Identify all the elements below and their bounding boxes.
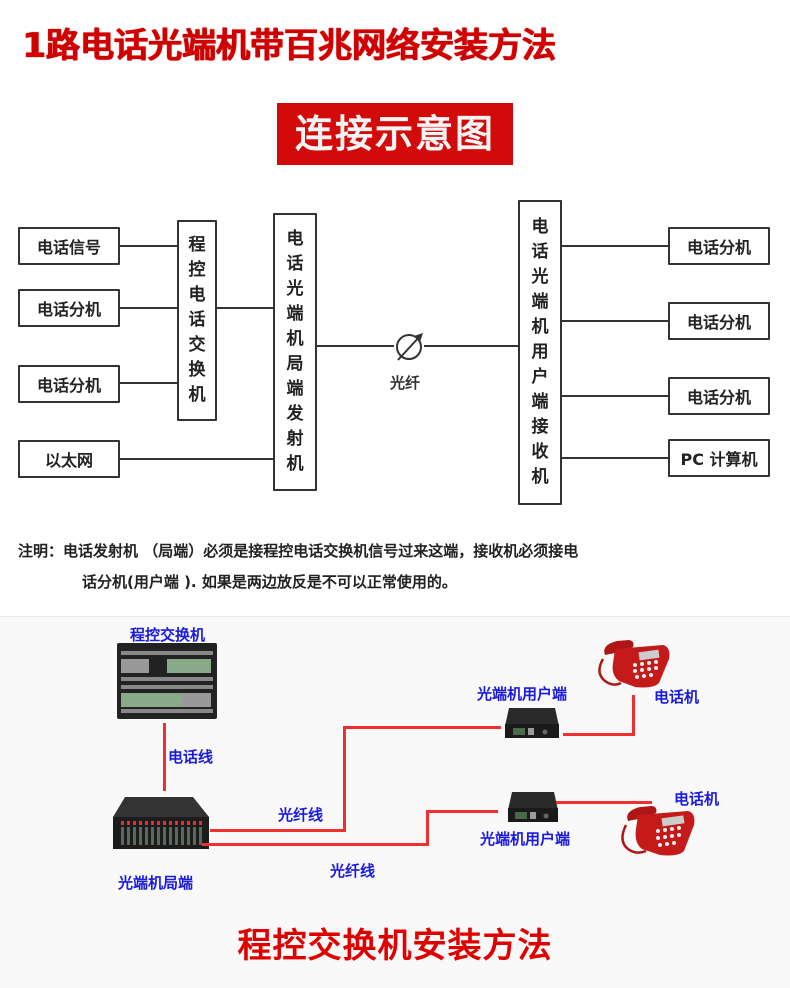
user-end-label-2: 光端机用户端: [480, 830, 571, 848]
char: 控: [188, 260, 206, 280]
fiber-line: [424, 345, 519, 347]
connector-line: [120, 307, 177, 309]
fiber-wire-1: [343, 726, 346, 832]
phone-label-2: 电话机: [674, 790, 720, 808]
fiber-label: 光纤: [390, 374, 421, 392]
char: 机: [531, 317, 549, 337]
section-banner: 连接示意图: [277, 103, 513, 165]
transmitter-box: 电 话 光 端 机 局 端 发 射 机: [273, 213, 317, 491]
char: 电: [286, 229, 304, 249]
input-label: 以太网: [44, 451, 93, 470]
fiber-line-label-2: 光纤线: [330, 862, 376, 880]
connector-line: [120, 382, 177, 384]
char: 光: [531, 267, 549, 287]
output-box-pc: PC 计算机: [668, 439, 770, 477]
connector-line: [562, 320, 669, 322]
connector-line: [120, 458, 274, 460]
phone-wire-2: [556, 801, 652, 804]
central-office-terminal-icon: [113, 797, 209, 849]
char: 收: [531, 442, 549, 462]
input-box-phone-signal: 电话信号: [18, 227, 120, 265]
fiber-wire-2: [426, 810, 498, 813]
telephone-icon: [598, 640, 670, 688]
phone-label-1: 电话机: [654, 688, 700, 706]
char: 机: [286, 329, 304, 349]
output-label: 电话分机: [686, 313, 751, 332]
char: 换: [188, 360, 206, 380]
char: 端: [286, 379, 304, 399]
fiber-wire-1: [343, 726, 501, 729]
char: 局: [286, 354, 304, 374]
fiber-symbol-icon: [396, 333, 423, 361]
char: 接: [531, 417, 549, 437]
pbx-device-icon: [117, 643, 217, 719]
connector-line: [562, 457, 669, 459]
note-line-1: 注明：电话发射机 （局端）必须是接程控电话交换机信号过来这端，接收机必须接电: [18, 542, 579, 560]
output-box-extension-3: 电话分机: [668, 377, 770, 415]
central-office-label: 光端机局端: [118, 874, 194, 892]
input-label: 电话信号: [36, 238, 101, 257]
pbx-switch-box: 程 控 电 话 交 换 机: [177, 220, 217, 421]
input-box-extension-1: 电话分机: [18, 289, 120, 327]
char: 机: [286, 454, 304, 474]
char: 用: [531, 342, 549, 362]
user-end-label-1: 光端机用户端: [477, 685, 568, 703]
char: 端: [531, 292, 549, 312]
connector-line: [120, 245, 177, 247]
char: 端: [286, 304, 304, 324]
connector-line: [562, 245, 669, 247]
fiber-line: [317, 345, 394, 347]
char: 机: [188, 385, 206, 405]
connector-line: [562, 395, 669, 397]
bottom-title: 程控交换机安装方法: [237, 926, 553, 966]
output-label: 电话分机: [686, 238, 751, 257]
char: 发: [286, 404, 304, 424]
phone-wire-1: [632, 695, 635, 736]
char: 射: [286, 429, 304, 449]
note-line-2: 话分机(用户端 ). 如果是两边放反是不可以正常使用的。: [82, 573, 457, 591]
pbx-label: 程控交换机: [130, 626, 206, 644]
output-label: PC 计算机: [680, 450, 758, 469]
user-end-terminal-icon: [505, 708, 559, 738]
char: 户: [531, 367, 549, 387]
char: 电: [531, 217, 549, 237]
page-title: 1路电话光端机带百兆网络安装方法: [22, 26, 556, 66]
char: 话: [531, 242, 549, 262]
char: 机: [531, 467, 549, 487]
connector-line: [217, 307, 274, 309]
fiber-wire-1: [210, 829, 345, 832]
fiber-wire-2: [202, 843, 428, 846]
output-box-extension-1: 电话分机: [668, 227, 770, 265]
phone-wire-1: [563, 733, 635, 736]
char: 话: [286, 254, 304, 274]
char: 交: [188, 335, 206, 355]
input-box-extension-2: 电话分机: [18, 365, 120, 403]
char: 话: [188, 310, 206, 330]
phone-line-label: 电话线: [168, 748, 214, 766]
output-label: 电话分机: [686, 388, 751, 407]
char: 电: [188, 285, 206, 305]
telephone-icon: [621, 806, 695, 856]
char: 端: [531, 392, 549, 412]
input-label: 电话分机: [36, 300, 101, 319]
char: 程: [188, 235, 206, 255]
output-box-extension-2: 电话分机: [668, 302, 770, 340]
receiver-box: 电 话 光 端 机 用 户 端 接 收 机: [518, 200, 562, 505]
input-box-ethernet: 以太网: [18, 440, 120, 478]
input-label: 电话分机: [36, 376, 101, 395]
fiber-line-label-1: 光纤线: [278, 806, 324, 824]
fiber-wire-2: [426, 810, 429, 846]
char: 光: [286, 279, 304, 299]
phone-line-wire: [163, 723, 166, 791]
user-end-terminal-icon: [508, 792, 558, 822]
